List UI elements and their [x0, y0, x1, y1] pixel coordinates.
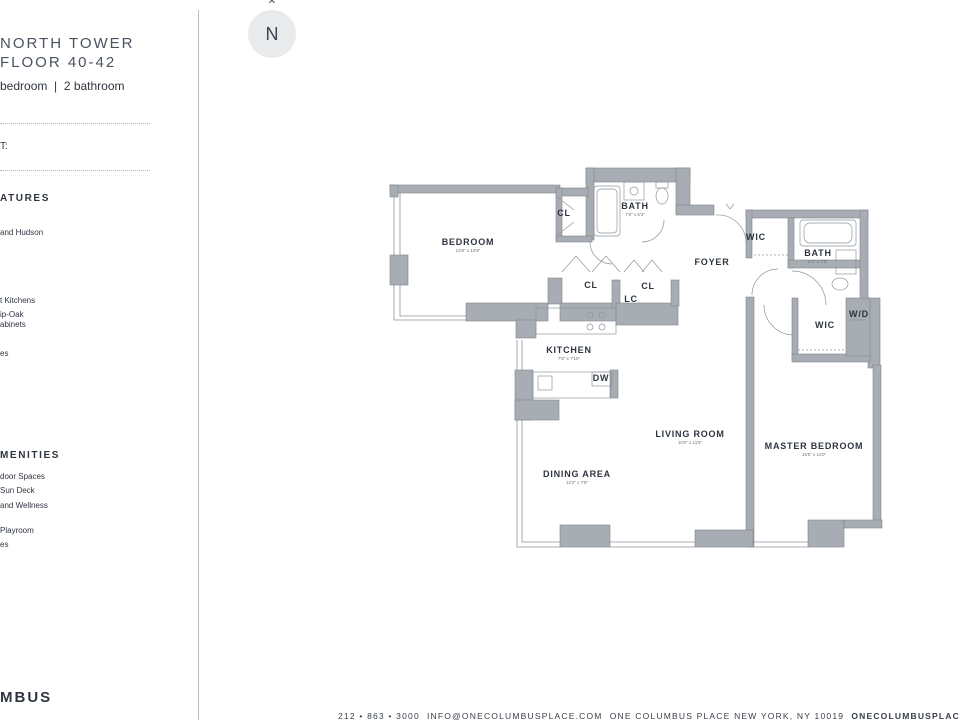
room-label-bedroom: BEDROOM	[442, 237, 495, 247]
closet-label: CL	[557, 208, 571, 218]
room-label-living-room: LIVING ROOM	[655, 429, 724, 439]
amenity-item: Playroom	[0, 526, 34, 535]
floor-plan: BEDROOM 13'8" x 10'8" BATH 7'8" x 5'3" C…	[389, 167, 883, 548]
amenity-item: and Wellness	[0, 501, 48, 510]
closet-label: CL	[641, 281, 655, 291]
linen-closet-label: LC	[624, 294, 638, 304]
footer-address: ONE COLUMBUS PLACE NEW YORK, NY 10019	[609, 711, 845, 721]
amenity-item: Sun Deck	[0, 486, 35, 495]
room-label-bath: BATH	[621, 201, 649, 211]
footer-phone: 212 • 863 • 3000	[338, 711, 420, 721]
feature-item: es	[0, 349, 9, 358]
vertical-divider	[198, 10, 199, 720]
interior-label: T:	[0, 141, 8, 152]
unit-summary: bedroom | 2 bathroom	[0, 79, 125, 93]
wall	[389, 254, 409, 286]
washer-dryer-label: W/D	[849, 309, 869, 319]
room-label-dining-area: DINING AREA	[543, 469, 611, 479]
feature-item: and Hudson	[0, 228, 44, 237]
amenities-heading: MENITIES	[0, 450, 61, 461]
room-label-master-bedroom: MASTER BEDROOM	[765, 441, 864, 451]
room-dim-bath: 5'4" x 7'8"	[808, 259, 828, 264]
room-dim-bath: 7'8" x 5'3"	[625, 212, 645, 217]
wic-label: WIC	[746, 232, 766, 242]
wic-label: WIC	[815, 320, 835, 330]
amenity-item: door Spaces	[0, 472, 45, 481]
room-dim-kitchen: 7'8" x 7'10"	[558, 356, 581, 361]
room-dim-master-bedroom: 15'5" x 11'0"	[802, 452, 827, 457]
footer-email[interactable]: INFO@ONECOLUMBUSPLACE.COM	[427, 711, 603, 721]
feature-item: t Kitchens	[0, 296, 36, 305]
tower-floor-heading: NORTH TOWER FLOOR 40-42	[0, 34, 135, 72]
tower-name: NORTH TOWER	[0, 35, 135, 52]
feature-item: abinets	[0, 320, 26, 329]
dotted-divider	[0, 170, 150, 171]
amenity-item: es	[0, 540, 9, 549]
room-label-bath: BATH	[804, 248, 832, 258]
room-label-foyer: FOYER	[694, 257, 729, 267]
north-arrow-icon: ✕	[267, 0, 277, 7]
unit-info-sidebar: NORTH TOWER FLOOR 40-42 bedroom | 2 bath…	[0, 0, 198, 720]
features-heading: ATURES	[0, 193, 50, 204]
room-dim-bedroom: 13'8" x 10'8"	[456, 248, 481, 253]
room-dim-dining-area: 12'2" x 7'8"	[566, 480, 589, 485]
contact-footer: 212 • 863 • 3000 INFO@ONECOLUMBUSPLACE.C…	[338, 711, 960, 721]
closet-label: CL	[584, 280, 598, 290]
brand-logo-text: MBUS	[0, 689, 53, 706]
dishwasher-label: DW	[593, 373, 610, 383]
dotted-divider	[0, 123, 150, 124]
feature-item: ip-Oak	[0, 310, 24, 319]
room-label-kitchen: KITCHEN	[546, 345, 592, 355]
wall	[389, 184, 561, 194]
compass-letter: N	[265, 24, 279, 44]
footer-website[interactable]: ONECOLUMBUSPLACE.COM	[851, 711, 960, 721]
room-dim-living-room: 10'0" x 11'8"	[678, 440, 703, 445]
compass-icon: N	[248, 10, 296, 58]
floor-range: FLOOR 40-42	[0, 54, 117, 71]
